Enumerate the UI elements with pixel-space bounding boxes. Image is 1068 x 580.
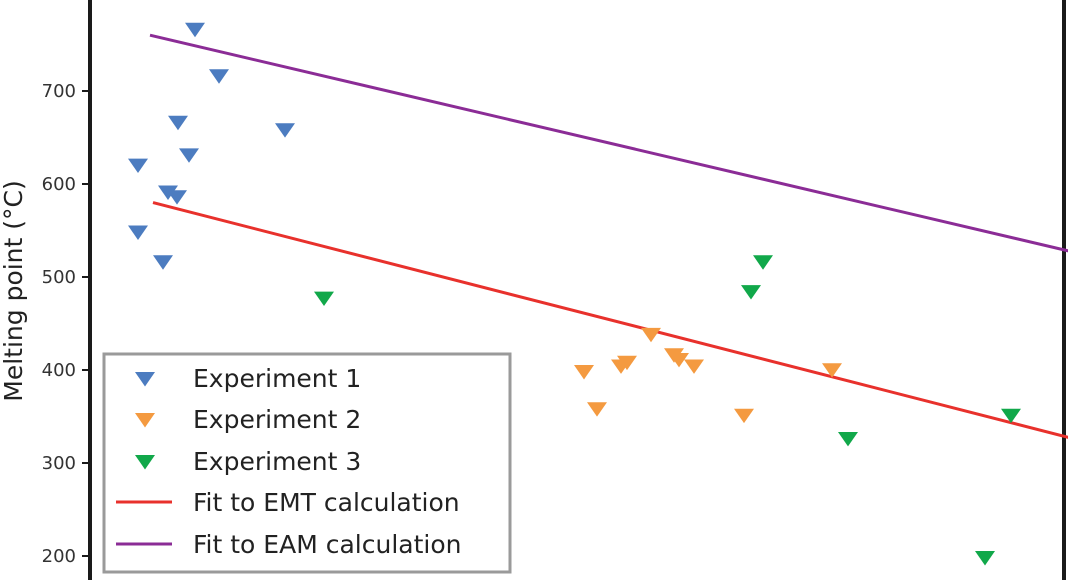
data-point-experiment-2 — [734, 408, 754, 424]
data-point-experiment-2 — [684, 359, 704, 374]
data-point-experiment-1 — [128, 158, 148, 173]
data-point-experiment-2 — [641, 327, 661, 343]
data-point-experiment-3 — [741, 285, 761, 300]
y-axis-title: Melting point (°C) — [0, 180, 28, 401]
legend: Experiment 1 Experiment 2 Experiment 3 Fit … — [102, 352, 512, 574]
data-point-experiment-3 — [314, 291, 334, 306]
data-point-experiment-1 — [158, 185, 178, 200]
legend-marker-experiment-1 — [135, 372, 155, 387]
legend-box — [102, 352, 512, 574]
data-point-experiment-2 — [587, 402, 607, 417]
data-point-experiment-1 — [128, 225, 148, 240]
data-point-experiment-2 — [574, 365, 594, 380]
data-point-experiment-1 — [168, 115, 188, 131]
data-point-experiment-3 — [1001, 408, 1021, 424]
data-point-experiment-2 — [822, 363, 842, 378]
y-tick-label: 500 — [42, 267, 76, 288]
data-point-experiment-3 — [838, 432, 858, 447]
legend-marker-experiment-2 — [135, 413, 155, 428]
data-point-experiment-1 — [185, 22, 205, 38]
data-point-experiment-1 — [153, 255, 173, 270]
y-tick-label: 600 — [42, 174, 76, 195]
data-point-experiment-2 — [669, 352, 689, 368]
legend-marker-experiment-3 — [135, 455, 155, 470]
data-points — [128, 22, 1021, 566]
data-point-experiment-1 — [209, 69, 229, 84]
legend-label: Experiment 1 — [193, 364, 361, 393]
legend-items: Experiment 1 Experiment 2 Experiment 3 Fit … — [116, 364, 461, 559]
data-point-experiment-3 — [753, 255, 773, 270]
data-point-experiment-2 — [611, 359, 631, 374]
legend-label: Experiment 3 — [193, 447, 361, 476]
data-point-experiment-1 — [275, 123, 295, 138]
y-axis-ticks: 200 300 400 500 600 700 — [42, 81, 90, 567]
data-point-experiment-1 — [167, 190, 187, 205]
data-point-experiment-3 — [975, 551, 995, 566]
legend-label: Experiment 2 — [193, 405, 361, 434]
y-tick-label: 700 — [42, 81, 76, 102]
y-tick-label: 300 — [42, 453, 76, 474]
y-tick-label: 200 — [42, 546, 76, 567]
legend-label: Fit to EAM calculation — [193, 530, 461, 559]
data-point-experiment-1 — [179, 148, 199, 163]
y-tick-label: 400 — [42, 360, 76, 381]
fit-line-eam — [149, 33, 1068, 253]
legend-label: Fit to EMT calculation — [193, 488, 460, 517]
